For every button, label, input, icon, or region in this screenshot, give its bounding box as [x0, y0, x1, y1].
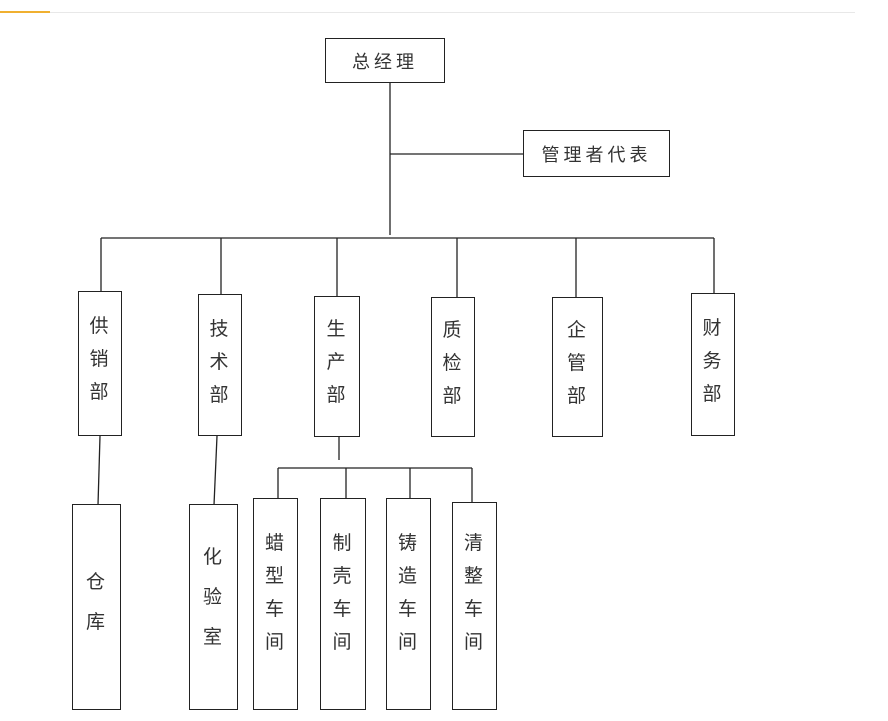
node-warehouse-label: 仓 库 — [85, 571, 107, 633]
node-enterprise-mgmt-dept: 企 管 部 — [552, 297, 603, 437]
node-wax-workshop: 蜡 型 车 间 — [253, 498, 298, 710]
node-wax-workshop-label: 蜡 型 车 间 — [264, 532, 286, 653]
node-cleaning-workshop: 清 整 车 间 — [452, 502, 497, 710]
node-shell-workshop: 制 壳 车 间 — [320, 498, 366, 710]
node-quality-dept-label: 质 检 部 — [442, 319, 464, 407]
node-finance-dept-label: 财 务 部 — [702, 317, 724, 405]
node-shell-workshop-label: 制 壳 车 间 — [332, 532, 354, 653]
node-general-manager: 总经理 — [325, 38, 445, 83]
node-management-representative: 管理者代表 — [523, 130, 670, 177]
line-supply-warehouse — [97, 435, 101, 506]
node-warehouse: 仓 库 — [72, 504, 121, 710]
node-tech-dept: 技 术 部 — [198, 294, 242, 436]
node-supply-dept-label: 供 销 部 — [89, 315, 111, 403]
node-lab: 化 验 室 — [189, 504, 238, 710]
node-casting-workshop-label: 铸 造 车 间 — [397, 532, 419, 653]
top-divider — [0, 12, 855, 13]
node-management-representative-label: 管理者代表 — [541, 144, 652, 166]
node-cleaning-workshop-label: 清 整 车 间 — [463, 532, 485, 653]
node-casting-workshop: 铸 造 车 间 — [386, 498, 431, 710]
line-tech-lab — [213, 435, 218, 506]
top-accent — [0, 11, 50, 13]
node-production-dept-label: 生 产 部 — [326, 318, 348, 406]
node-general-manager-label: 总经理 — [352, 51, 418, 73]
node-production-dept: 生 产 部 — [314, 296, 360, 437]
node-tech-dept-label: 技 术 部 — [209, 318, 231, 406]
node-quality-dept: 质 检 部 — [431, 297, 475, 437]
node-enterprise-mgmt-dept-label: 企 管 部 — [566, 319, 588, 407]
node-supply-dept: 供 销 部 — [78, 291, 122, 436]
node-lab-label: 化 验 室 — [202, 546, 224, 648]
node-finance-dept: 财 务 部 — [691, 293, 735, 436]
